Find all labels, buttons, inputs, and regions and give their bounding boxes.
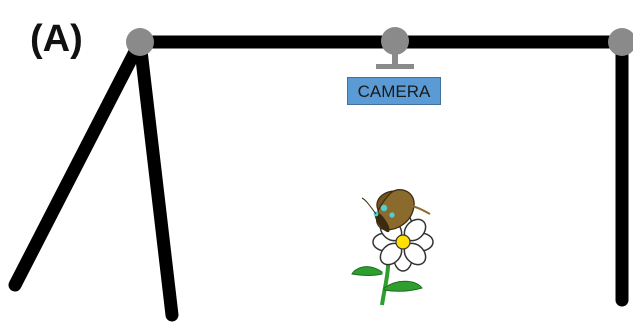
flower-center [396, 235, 410, 249]
camera-label: CAMERA [347, 77, 441, 105]
joint-left [126, 28, 154, 56]
flower-leaf-left [352, 267, 382, 276]
flower-leaf-right [384, 281, 422, 291]
frame-left-leg-outer [15, 42, 140, 285]
frame [15, 42, 622, 315]
butterfly-spot-1 [381, 205, 387, 211]
panel-label: (A) [30, 20, 83, 58]
camera-mount-stem [392, 52, 398, 66]
camera-joint [381, 27, 409, 55]
butterfly-tail [412, 206, 430, 214]
butterfly-spot-2 [389, 212, 394, 217]
camera-mount-base [376, 64, 414, 69]
joint-right [608, 28, 633, 56]
butterfly-antenna [362, 198, 376, 214]
frame-left-leg-inner [140, 42, 172, 315]
